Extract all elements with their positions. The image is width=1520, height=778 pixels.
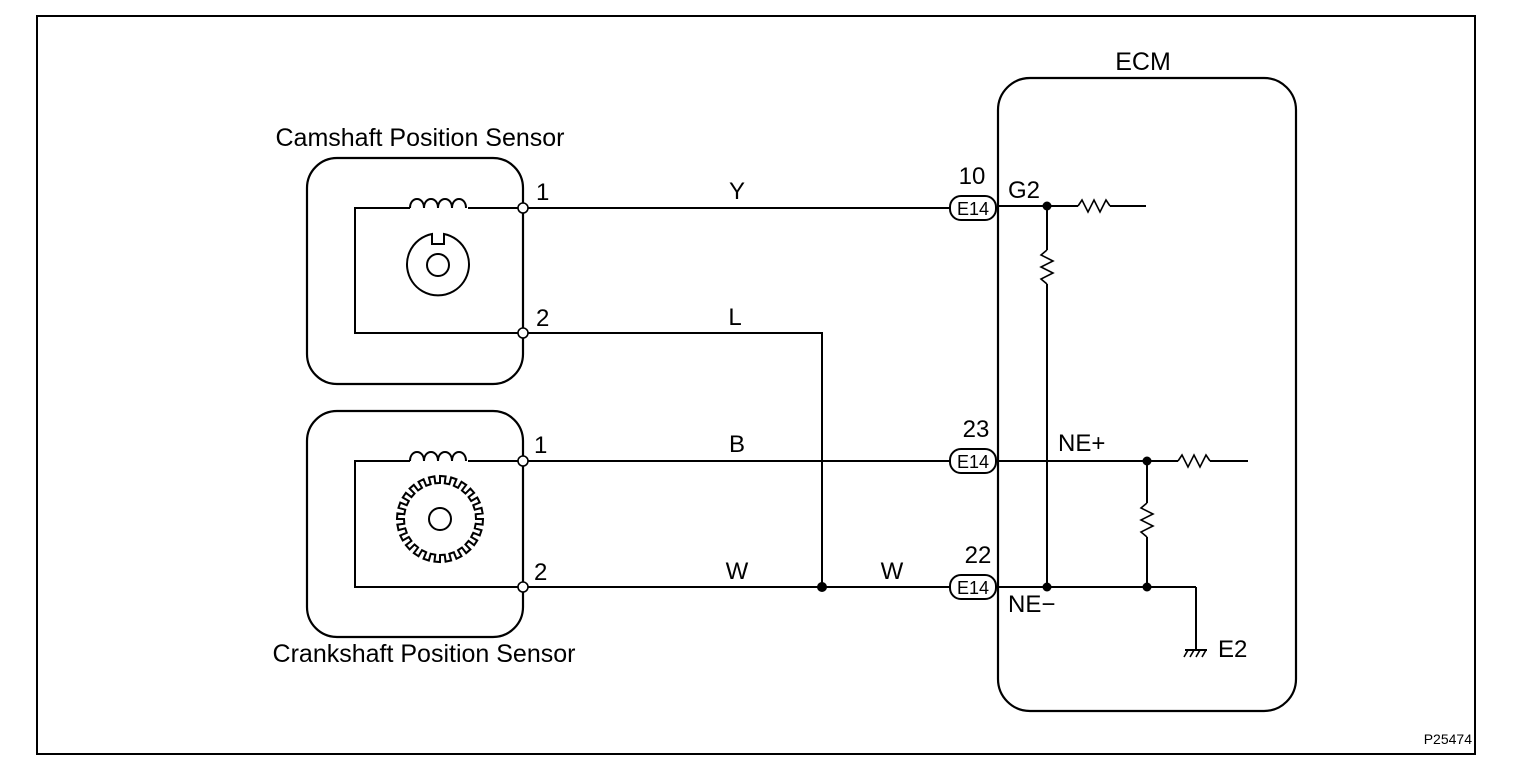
terminal-ne-plus-label: NE+ — [1058, 430, 1105, 457]
ecm-ne-plus-pullup-resistor-icon — [1177, 453, 1211, 469]
wire-w-ecm-label: W — [881, 558, 904, 585]
wire-l-label: L — [728, 304, 741, 331]
crankshaft-sensor-label: Crankshaft Position Sensor — [273, 640, 576, 668]
camshaft-pin1-label: 1 — [536, 179, 549, 206]
figure-reference: P25474 — [1424, 731, 1472, 747]
connector-ne-plus-body — [949, 448, 997, 474]
connector-g2-id: E14 — [957, 199, 989, 219]
connector-ne-plus-id: E14 — [957, 452, 989, 472]
crankshaft-sensor-internal-wire-left — [354, 460, 523, 588]
connector-ne-minus-body — [949, 574, 997, 600]
ecm-label: ECM — [1115, 48, 1171, 76]
camshaft-sensor-housing — [305, 156, 525, 386]
connector-ne-plus-pin: 23 — [963, 416, 990, 443]
connector-g2-body — [949, 195, 997, 221]
crankshaft-sensor-housing — [305, 409, 525, 639]
camshaft-sensor-label: Camshaft Position Sensor — [275, 124, 564, 152]
ground-terminal-label: E2 — [1218, 636, 1247, 663]
camshaft-coil-icon — [409, 198, 467, 209]
wire-w-label: W — [726, 558, 749, 585]
connector-ne-minus: E14 22 — [949, 542, 997, 600]
connector-ne-minus-pin: 22 — [965, 542, 992, 569]
ecm-ne-minus-node-ne — [1142, 582, 1152, 592]
wire-splice-junction — [817, 582, 827, 592]
crankshaft-position-sensor: Crankshaft Position Sensor 1 2 — [273, 409, 576, 668]
wire-l — [528, 332, 823, 587]
crankshaft-gear-icon — [395, 474, 485, 564]
crankshaft-coil-icon — [409, 451, 467, 462]
ecm-ne-minus-node-g2 — [1042, 582, 1052, 592]
crankshaft-pin2-terminal — [517, 581, 529, 593]
wire-y-label: Y — [729, 178, 745, 205]
camshaft-sensor-internal-wire-left — [354, 207, 523, 334]
ecm-ne-plus-bias-resistor-icon — [1139, 502, 1155, 538]
wire-b-label: B — [729, 431, 745, 458]
crankshaft-pin1-label: 1 — [534, 432, 547, 459]
ecm-box — [996, 76, 1298, 713]
terminal-ne-minus-label: NE− — [1008, 591, 1055, 618]
connector-g2: E14 10 — [949, 163, 997, 221]
camshaft-pin2-terminal — [517, 327, 529, 339]
crankshaft-gear-hub-icon — [428, 507, 452, 531]
connector-ne-minus-id: E14 — [957, 578, 989, 598]
connector-ne-plus: E14 23 — [949, 416, 997, 474]
camshaft-position-sensor: Camshaft Position Sensor 1 2 — [275, 124, 565, 386]
crankshaft-pin2-label: 2 — [534, 559, 547, 586]
camshaft-pin1-terminal — [517, 202, 529, 214]
connector-g2-pin: 10 — [959, 163, 986, 190]
camshaft-pin1-terminal-crank — [517, 455, 529, 467]
camshaft-pin2-label: 2 — [536, 305, 549, 332]
diagram-frame — [36, 15, 1476, 755]
ecm-g2-pullup-resistor-icon — [1077, 198, 1111, 214]
terminal-g2-label: G2 — [1008, 177, 1040, 204]
ground-icon — [1183, 649, 1207, 658]
camshaft-rotor-icon — [406, 232, 470, 297]
ecm-g2-bias-resistor-icon — [1039, 249, 1055, 285]
camshaft-rotor-hub-icon — [426, 253, 450, 277]
